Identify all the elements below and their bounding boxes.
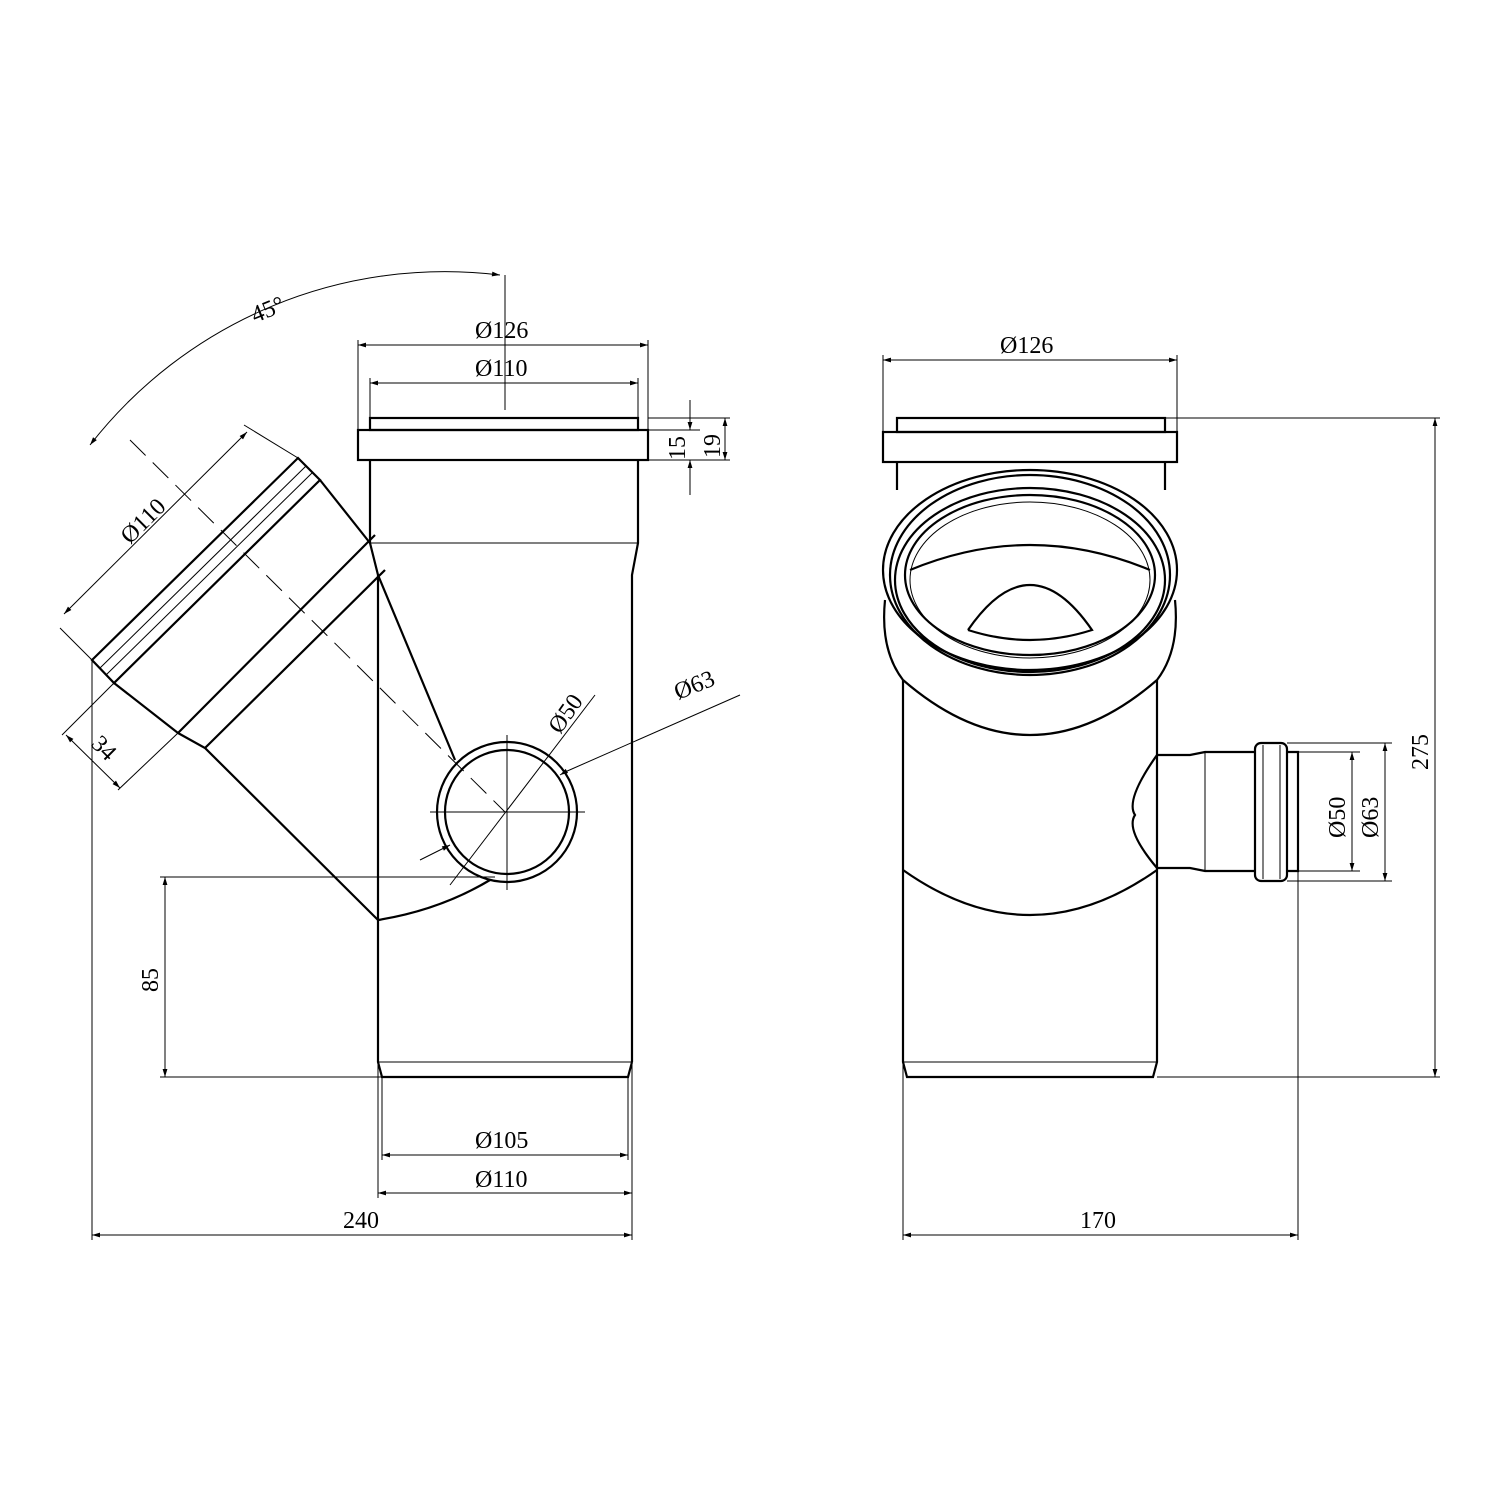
angle-label: 45°: [248, 292, 289, 329]
outlet-outer-dia-label: Ø63: [671, 666, 719, 706]
side-main-pipe: [881, 416, 1179, 1079]
side-outlet-outer-dia-label: Ø63: [1358, 797, 1384, 838]
top-outer-dia-label: Ø126: [475, 318, 528, 344]
ring-height-label: 15: [665, 436, 691, 460]
overall-width-label: 240: [343, 1208, 379, 1234]
front-view: 45° Ø126 Ø110 15 19 Ø110 34 Ø50 Ø63 85 Ø…: [59, 271, 741, 1240]
side-overall-height-label: 275: [1408, 734, 1434, 770]
bottom-outer-dia-label: Ø110: [475, 1167, 527, 1193]
bottom-inner-dia-label: Ø105: [475, 1128, 528, 1154]
side-view: Ø126 275 Ø50 Ø63 170: [881, 333, 1440, 1240]
side-outlet-pipe: [1131, 741, 1300, 883]
branch-depth-label: 34: [86, 731, 121, 766]
outlet-height-label: 85: [138, 968, 164, 992]
side-top-outer-dia-label: Ø126: [1000, 333, 1053, 359]
branch-dia-label: Ø110: [116, 494, 171, 549]
outlet-inner-dia-label: Ø50: [544, 690, 589, 739]
side-outlet-inner-dia-label: Ø50: [1325, 797, 1351, 838]
main-pipe: [356, 416, 650, 1079]
socket-height-label: 19: [700, 434, 726, 458]
side-overall-width-label: 170: [1080, 1208, 1116, 1234]
side-outlet: [430, 735, 585, 890]
front-dimensions: [59, 271, 741, 1240]
top-inner-dia-label: Ø110: [475, 356, 527, 382]
side-dimensions: [882, 355, 1440, 1240]
